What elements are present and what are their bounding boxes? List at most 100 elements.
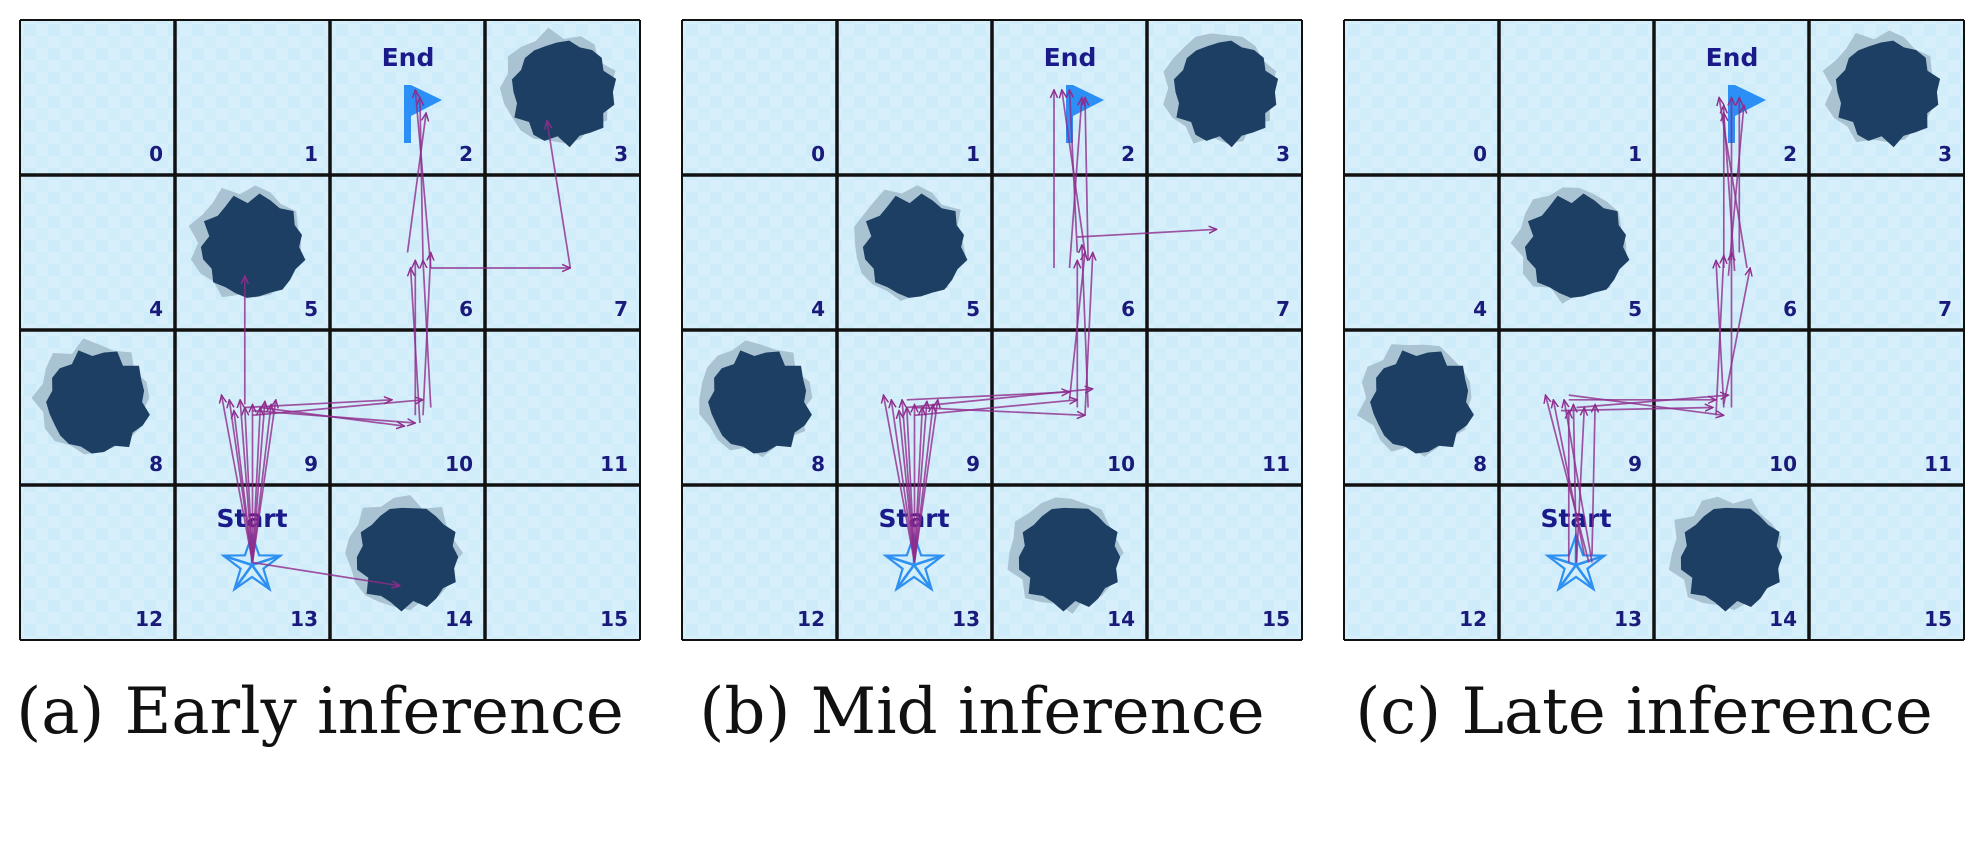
grid-cell: 4 (20, 175, 175, 330)
grid-cell: 3 (1147, 20, 1302, 175)
trajectory-arrow (406, 113, 427, 253)
end-label: End (1706, 43, 1759, 72)
hole (1835, 40, 1941, 148)
grid-cell: 12 (682, 485, 837, 640)
ice-tile (1809, 485, 1964, 640)
cell-number: 8 (1473, 452, 1487, 476)
cell-number: 1 (966, 142, 980, 166)
ice-tile (1147, 485, 1302, 640)
cell-number: 12 (797, 607, 825, 631)
caption: (c) Late inference (1355, 675, 1933, 749)
trajectory-arrow (1575, 408, 1585, 563)
ice-tile (485, 175, 640, 330)
cell-number: 0 (149, 142, 163, 166)
ice-tile (1809, 175, 1964, 330)
cell-number: 11 (600, 452, 628, 476)
grid-cell: 1 (1499, 20, 1654, 175)
panel-early: 01End23456789101112Start131415 (a) Early… (0, 0, 641, 844)
trajectory-arrow (1719, 98, 1748, 269)
cell-number: 13 (952, 607, 980, 631)
cell-number: 14 (445, 607, 473, 631)
trajectory-arrow (1082, 245, 1089, 408)
ice-tile (20, 20, 175, 175)
end-label: End (382, 43, 435, 72)
cell-number: 10 (1107, 452, 1135, 476)
grid-cell: 8 (20, 330, 175, 485)
trajectory-arrow (1085, 98, 1088, 261)
hole (356, 507, 459, 612)
cell-number: 2 (1783, 142, 1797, 166)
cell-number: 10 (445, 452, 473, 476)
cell-number: 10 (1769, 452, 1797, 476)
cell-number: 15 (1262, 607, 1290, 631)
grid-cell: 7 (1147, 175, 1302, 330)
trajectory-arrows (884, 90, 1217, 563)
trajectory-arrow (913, 408, 923, 563)
ice-tile (20, 175, 175, 330)
hole (1018, 507, 1121, 612)
hole (1680, 507, 1783, 612)
ice-tile (992, 175, 1147, 330)
trajectory-arrow (1724, 113, 1736, 272)
ice-tile (1344, 485, 1499, 640)
trajectory-arrow (906, 389, 1093, 409)
trajectory-arrows (1546, 98, 1751, 563)
grid-lines (1343, 19, 1965, 641)
trajectory-arrow (913, 404, 934, 563)
cell-number: 0 (811, 142, 825, 166)
grid-cell: 15 (485, 485, 640, 640)
cell-number: 4 (811, 297, 825, 321)
hole (200, 193, 306, 298)
trajectory-arrow (1560, 408, 1713, 411)
trajectory-arrow (914, 400, 1078, 417)
cell-number: 2 (459, 142, 473, 166)
cell-number: 13 (1614, 607, 1642, 631)
hole (1370, 350, 1474, 454)
grid-cell: 14 (1654, 485, 1809, 640)
trajectory-arrow (884, 395, 916, 563)
trajectory-arrow (891, 400, 916, 563)
panel-late: 01End23456789101112Start131415 (c) Late … (1324, 0, 1965, 844)
trajectory-arrow (1070, 90, 1079, 253)
cell-number: 6 (1783, 297, 1797, 321)
trajectory-arrow (1068, 98, 1082, 269)
ice-tile (1147, 175, 1302, 330)
grid-cell: 5 (1499, 175, 1654, 330)
cell-number: 11 (1262, 452, 1290, 476)
cell-number: 5 (1628, 297, 1642, 321)
cell-number: 7 (1938, 297, 1952, 321)
caption: (a) Early inference (16, 675, 624, 749)
cell-number: 1 (304, 142, 318, 166)
ice-tile (175, 20, 330, 175)
frozen-lake-grid: 01End23456789101112Start131415 (19, 19, 641, 641)
grid-cell: 7 (1809, 175, 1964, 330)
grid-cell: End 2 (330, 20, 485, 175)
trajectory-arrow (222, 395, 254, 563)
ice-tile (1147, 330, 1302, 485)
cell-number: 4 (1473, 297, 1487, 321)
ice-tile (1809, 330, 1964, 485)
grid-cell: 4 (1344, 175, 1499, 330)
trajectory-arrow (251, 404, 272, 563)
ice-tile (20, 485, 175, 640)
grid-cell: 0 (20, 20, 175, 175)
cell-number: 5 (966, 297, 980, 321)
ice-tile (682, 485, 837, 640)
cell-number: 12 (135, 607, 163, 631)
hole (1173, 40, 1279, 148)
grid-cell: 4 (682, 175, 837, 330)
grid-cell: 10 (992, 330, 1147, 485)
cell-number: 12 (1459, 607, 1487, 631)
grid-cell: 10 (330, 330, 485, 485)
grid-cell: 5 (837, 175, 992, 330)
trajectory-arrow (234, 411, 254, 563)
cell-number: 8 (811, 452, 825, 476)
cell-number: 5 (304, 297, 318, 321)
trajectory-arrows (222, 90, 571, 586)
ice-tile (837, 20, 992, 175)
grid-cell: 14 (992, 485, 1147, 640)
cell-number: 9 (304, 452, 318, 476)
ice-tile (485, 485, 640, 640)
trajectory-arrow (422, 253, 431, 416)
ice-tile (485, 330, 640, 485)
